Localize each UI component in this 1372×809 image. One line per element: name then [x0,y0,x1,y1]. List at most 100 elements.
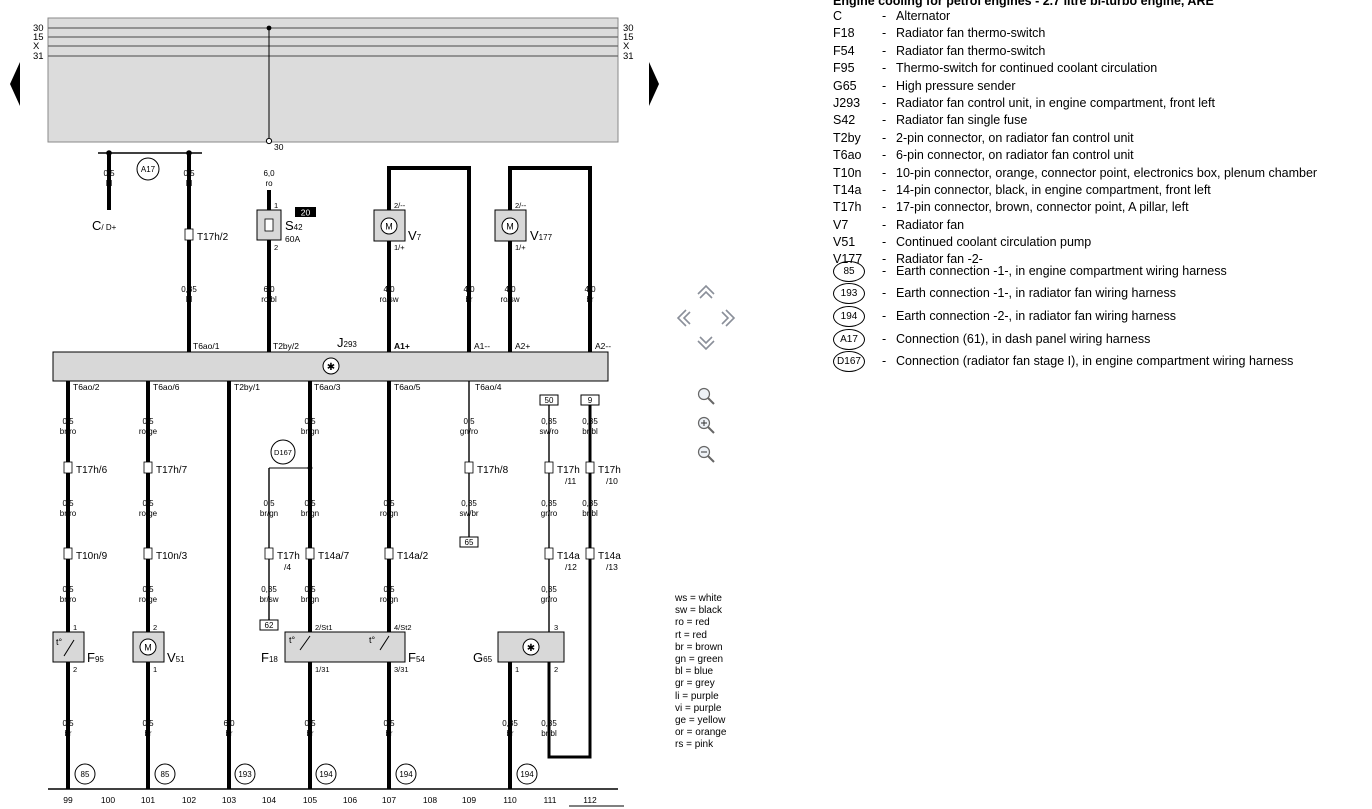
legend-dash: - [882,148,887,163]
color-code-item: gr = grey [675,678,715,690]
bus-label-30-right: 30 [623,23,634,34]
legend-item: F54-Radiator fan thermo-switch [833,43,1363,60]
wire-label: 0,5 [383,499,395,508]
thermo-switch-f18-f54 [284,631,406,663]
pin-label: 1 [73,623,77,632]
legend-code: J293 [833,95,861,110]
wire-label: 0,5 [62,499,74,508]
legend-circle: 194 [833,306,865,328]
wire-label: 0,5 [304,585,316,594]
next-page-arrow-icon[interactable] [649,62,659,106]
earth-193 [234,763,256,785]
connector-t14a12-sub: /12 [565,562,577,572]
chevron-left-icon[interactable] [676,309,687,327]
wire-label: 0,5 [463,417,475,426]
bus-label-x-left: X [33,41,40,52]
wire-label: 0,35 [502,719,518,728]
legend-item: T17h-17-pin connector, brown, connector … [833,199,1363,216]
track-number: 100 [101,795,115,805]
wire-label: br/gn [301,595,319,604]
legend-item: C-Alternator [833,8,1363,25]
bus-label-x-right: X [623,41,630,52]
track-number: 99 [63,795,73,805]
chevron-up-icon[interactable] [697,284,715,295]
reference-box-9-label: 9 [588,396,593,405]
legend-desc: Radiator fan [896,217,965,232]
wire-label: 0,5 [304,417,316,426]
earth-194-c [516,763,538,785]
magnifier-icon[interactable] [697,387,711,401]
chevron-right-icon[interactable] [725,309,736,327]
legend-circle: D167 [833,351,865,373]
pan-right-button[interactable] [721,309,736,327]
connection-a17 [136,157,160,181]
legend-code: C [833,9,843,23]
color-code-item: or = orange [675,727,727,739]
pan-up-button[interactable] [697,284,715,299]
prev-page-arrow-icon[interactable] [10,62,20,106]
connector-t17h10: T17h [598,465,621,476]
legend-item: F95-Thermo-switch for continued coolant … [833,60,1363,77]
connector-t17h10-sub: /10 [606,476,618,486]
color-code-item: ws = white [675,593,722,604]
wire-label: br/bl [582,427,598,436]
wire-label: 0,5 [62,585,74,594]
sensor-symbol-icon: ✱ [527,643,535,654]
zoom-in-button[interactable] [697,416,715,434]
pin-t2by1: T2by/1 [234,382,260,392]
pin-t6ao6: T6ao/6 [153,382,180,392]
legend-desc: Connection (61), in dash panel wiring ha… [896,331,1151,346]
pin-label: 1 [153,665,157,674]
zoom-out-button[interactable] [697,445,715,463]
thermo-switch-f95 [52,631,85,663]
legend-item: T6ao-6-pin connector, on radiator fan co… [833,147,1363,164]
connection-d167-label: D167 [274,448,292,457]
legend-dash: - [882,113,887,128]
legend-dash: - [882,331,887,346]
pin-t6ao5: T6ao/5 [394,382,421,392]
pin-label: 1/+ [394,243,405,252]
bus-label-31-right: 31 [623,51,634,62]
pan-left-button[interactable] [676,309,691,327]
legend-desc: 6-pin connector, on radiator fan control… [896,148,1134,163]
wire-label: 0,5 [62,719,74,728]
wire-label: 4,0 [504,285,516,294]
legend-dash: - [882,165,887,180]
legend-connection-item: A17-Connection (61), in dash panel wirin… [833,328,1363,360]
earth-85-b-label: 85 [161,770,170,779]
wire-label: ro/ge [139,427,158,436]
fuse-rating: 60A [285,234,300,244]
connector-t14a12: T14a [557,551,580,562]
bus-label-15-left: 15 [33,32,44,43]
legend-dash: - [882,235,887,250]
legend-item: T14a-14-pin connector, black, in engine … [833,182,1363,199]
earth-85-a-label: 85 [81,770,90,779]
reference-box-62 [259,619,279,631]
wire-label: 0,35 [582,499,598,508]
pin-label: 2/-- [515,201,527,210]
color-code-item: rt = red [675,629,707,641]
wire-label: 6,0 [263,169,275,178]
color-code-item: rs = pink [675,739,714,751]
track-number: 105 [303,795,317,805]
wire-label: br/gn [301,509,319,518]
track-number: 104 [262,795,276,805]
pin-a1m: A1-- [474,341,490,351]
color-code-item: li = purple [675,690,719,702]
chevron-down-icon[interactable] [697,340,715,351]
pan-down-button[interactable] [697,336,715,351]
legend-code: F95 [833,61,855,76]
legend-item: T2by-2-pin connector, on radiator fan co… [833,130,1363,147]
v177-label: V177 [530,228,553,243]
reference-box-62-label: 62 [265,621,274,630]
wire-label: 0,35 [461,499,477,508]
legend-connection-item: 85-Earth connection -1-, in engine compa… [833,260,1363,292]
wire-label: ro/gn [380,595,398,604]
zoom-button[interactable] [697,387,715,405]
wire-label: 0,5 [183,169,195,178]
g65-label: G65 [473,650,493,665]
earth-194-c-label: 194 [520,770,534,779]
wire-label: br [385,729,392,738]
wire-label: bl [106,179,112,188]
legend-item: V51-Continued coolant circulation pump [833,234,1363,251]
